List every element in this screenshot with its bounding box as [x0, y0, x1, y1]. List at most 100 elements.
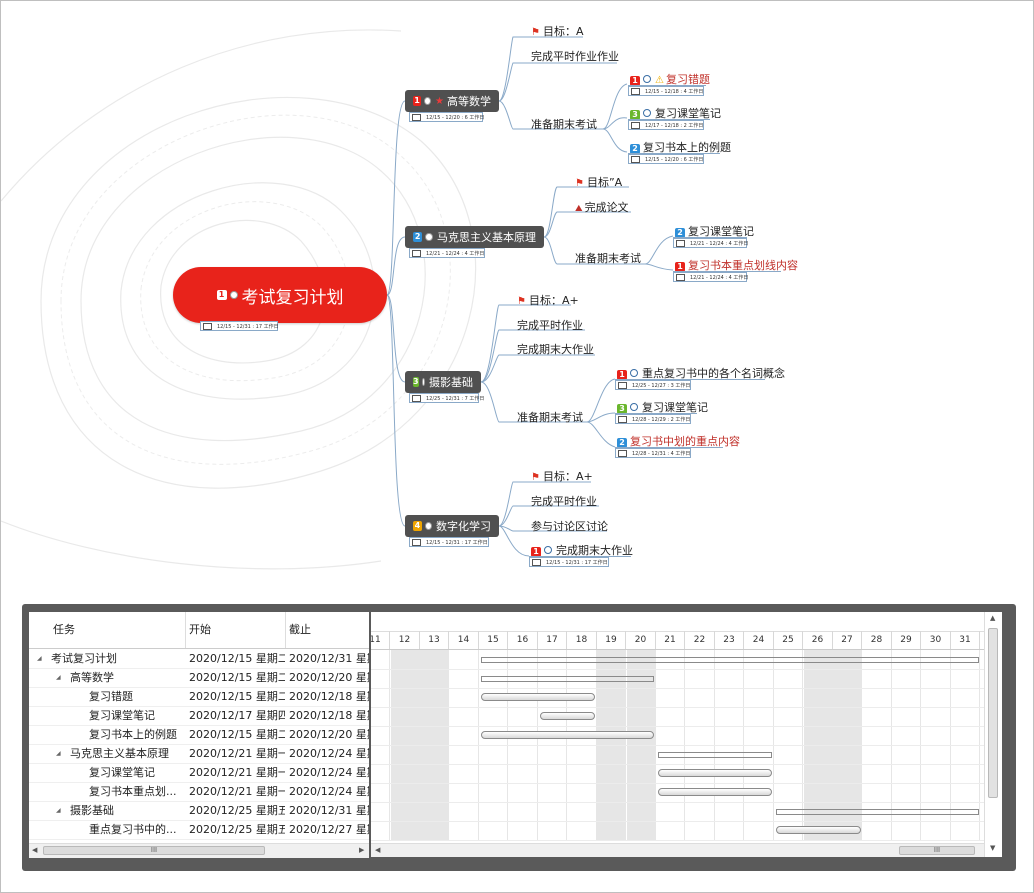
timeline-horizontal-scrollbar[interactable]: ◀ III [371, 843, 984, 857]
timeline-day-24: 24 [745, 631, 774, 650]
background-contour-decoration [1, 29, 476, 570]
divider [529, 556, 631, 557]
task-name: 重点复习书中的... [89, 823, 177, 836]
expand-toggle-icon[interactable]: ◢ [56, 750, 61, 757]
scroll-left-icon[interactable]: ◀ [32, 846, 38, 854]
start-date: 2020/12/21 星期一 [189, 785, 285, 798]
subtopic-goal[interactable]: ⚑目标：A [531, 25, 584, 38]
subtopic[interactable]: 完成平时作业 [531, 495, 597, 508]
priority-2-icon: 2 [630, 144, 640, 154]
start-date: 2020/12/21 星期一 [189, 766, 285, 779]
scroll-left-icon[interactable]: ◀ [375, 846, 381, 854]
expand-toggle-icon[interactable]: ◢ [56, 674, 61, 681]
vertical-scrollbar[interactable]: ▲ ▼ [984, 612, 1002, 857]
topic-photography[interactable]: 3 摄影基础 [405, 371, 481, 393]
subtopic[interactable]: 完成平时作业作业 [531, 50, 619, 63]
subtask[interactable]: 1⚠复习错题 [630, 71, 710, 87]
task-bar[interactable] [481, 693, 595, 701]
scroll-down-icon[interactable]: ▼ [990, 844, 996, 852]
root-topic[interactable]: 1 考试复习计划 [173, 267, 387, 323]
horizontal-scrollbar[interactable]: ◀ III ▶ [29, 843, 369, 858]
priority-1-icon: 1 [413, 96, 422, 106]
summary-bar[interactable] [481, 657, 979, 663]
end-date: 2020/12/27 星期日 [289, 823, 369, 836]
task-bar[interactable] [776, 826, 861, 834]
summary-bar[interactable] [658, 752, 772, 758]
subtask-date-label: 12/15 - 12/18 : 4 工作日 [628, 86, 704, 96]
divider [615, 413, 697, 414]
subtopic[interactable]: 参与讨论区讨论 [531, 520, 608, 533]
expand-toggle-icon[interactable]: ◢ [56, 807, 61, 814]
scrollbar-thumb[interactable]: III [899, 846, 975, 855]
topic-digital-learning[interactable]: 4 数字化学习 [405, 515, 499, 537]
column-header-start[interactable]: 开始 [186, 612, 286, 648]
start-date: 2020/12/15 星期二 [189, 728, 285, 741]
task-progress-icon [630, 369, 638, 377]
scroll-right-icon[interactable]: ▶ [359, 846, 365, 854]
subtask-date-label: 12/28 - 12/29 : 2 工作日 [615, 414, 691, 424]
red-flag-icon: ⚑ [531, 472, 540, 483]
start-date: 2020/12/15 星期二 [189, 690, 285, 703]
end-date: 2020/12/20 星期日 [289, 671, 369, 684]
scrollbar-thumb[interactable] [988, 628, 998, 798]
calendar-icon [676, 240, 685, 247]
summary-bar[interactable] [776, 809, 979, 815]
subtopic-final-exam[interactable]: 准备期末考试 [575, 252, 641, 265]
subtopic[interactable]: ⛰完成论文 [575, 201, 629, 214]
priority-1-icon: 1 [675, 262, 685, 272]
subtopic-final-exam[interactable]: 准备期末考试 [517, 411, 583, 424]
topic-advanced-math[interactable]: 1 ★ 高等数学 [405, 90, 499, 112]
task-progress-icon [425, 233, 433, 241]
task-bar[interactable] [658, 788, 772, 796]
task-progress-icon [630, 403, 638, 411]
subtopic-goal[interactable]: ⚑目标：A+ [517, 294, 579, 307]
end-date: 2020/12/18 星期五 [289, 709, 369, 722]
scroll-up-icon[interactable]: ▲ [990, 614, 996, 622]
task-name: 复习课堂笔记 [89, 839, 193, 842]
calendar-icon [532, 559, 541, 566]
subtopic[interactable]: 完成期末大作业 [517, 343, 594, 356]
task-bar[interactable] [481, 731, 654, 739]
priority-3-icon: 3 [413, 377, 419, 387]
subtopic-final-exam[interactable]: 准备期末考试 [531, 118, 597, 131]
grid-line [371, 707, 984, 708]
column-header-end[interactable]: 截止 [289, 623, 311, 636]
task-bar[interactable] [658, 769, 772, 777]
divider [628, 119, 710, 120]
task-bar[interactable] [540, 712, 595, 720]
scrollbar-thumb[interactable]: III [43, 846, 265, 855]
expand-toggle-icon[interactable]: ◢ [37, 655, 42, 662]
column-header-task[interactable]: 任务 [29, 612, 186, 648]
subtopic-goal[interactable]: ⚑目标：A+ [531, 470, 593, 483]
task-progress-icon [544, 546, 552, 554]
summary-bar[interactable] [481, 676, 654, 682]
grid-line [371, 688, 984, 689]
topic-marxism[interactable]: 2 马克思主义基本原理 [405, 226, 544, 248]
topic-label: 马克思主义基本原理 [437, 231, 536, 244]
calendar-icon [412, 114, 421, 121]
start-date: 2020/12/21 星期一 [189, 747, 285, 760]
calendar-icon [618, 450, 627, 457]
subtopic[interactable]: 完成平时作业 [517, 319, 583, 332]
subtopic-goal[interactable]: ⚑目标”A [575, 176, 623, 189]
